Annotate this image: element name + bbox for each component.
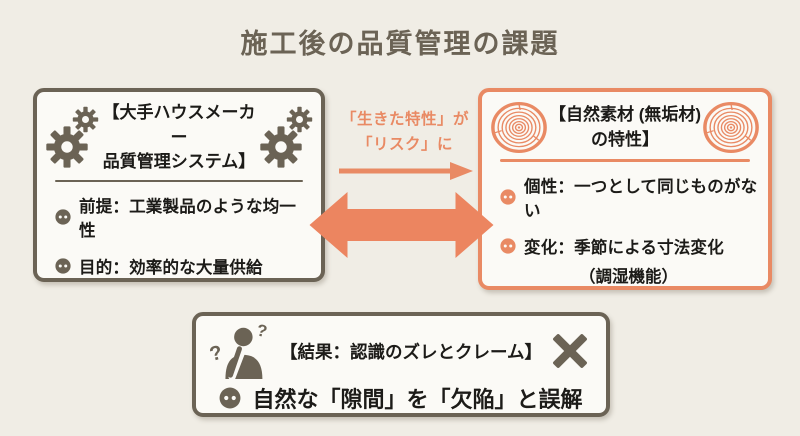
connector-label: 「生きた特性」が 「リスク」に	[328, 108, 482, 158]
natural-material-header: 【自然素材 (無垢材) の特性】	[482, 92, 768, 154]
result-panel: ? ? 【結果：認識のズレとクレーム】 自然な「隙間」を「欠陥」と誤解	[192, 312, 610, 417]
wood-log-icon	[491, 101, 547, 154]
natural-material-title-line2: の特性】	[591, 129, 659, 149]
list-item: 変化：季節による寸法変化	[500, 234, 758, 258]
list-item: 個性：一つとして同じものがない	[500, 173, 758, 221]
connector-label-line1: 「生きた特性」が	[340, 111, 469, 128]
bullet-subtext: （調湿機能）	[579, 267, 678, 286]
gear-icon	[259, 106, 313, 170]
button-dot-icon	[220, 387, 241, 409]
housing-maker-title-line2: 品質管理システム】	[102, 152, 256, 172]
natural-material-title: 【自然素材 (無垢材) の特性】	[548, 103, 702, 152]
list-item: 目的：効率的な大量供給	[55, 254, 311, 278]
list-item: 前提：工業製品のような均一性	[55, 193, 311, 241]
result-bullet-row: 自然な「隙間」を「欠陥」と誤解	[196, 382, 606, 414]
bullet-text: 個性：一つとして同じものがない	[524, 177, 758, 220]
button-dot-icon	[55, 209, 71, 226]
bullet-text: 目的：効率的な大量供給	[79, 259, 263, 278]
bullet-text: 変化：季節による寸法変化	[524, 238, 724, 257]
divider	[55, 179, 303, 183]
housing-maker-title: 【大手ハウスメーカー 品質管理システム】	[99, 101, 259, 175]
svg-text:?: ?	[255, 323, 269, 341]
gear-icon	[45, 106, 99, 170]
housing-maker-header: 【大手ハウスメーカー 品質管理システム】	[37, 92, 321, 175]
result-title: 【結果：認識のズレとクレーム】	[280, 341, 542, 362]
result-bullet-text: 自然な「隙間」を「欠陥」と誤解	[252, 387, 583, 412]
thinking-person-icon: ? ?	[208, 323, 269, 379]
housing-maker-title-line1: 【大手ハウスメーカー	[102, 103, 256, 147]
connector-label-line2: 「リスク」に	[356, 135, 453, 153]
right-arrow-icon	[339, 162, 473, 180]
button-dot-icon	[55, 258, 71, 275]
natural-material-title-line1: 【自然素材 (無垢材)	[548, 104, 702, 124]
svg-text:?: ?	[208, 342, 225, 366]
natural-material-panel: 【自然素材 (無垢材) の特性】 個性：一つとして同じものがない 変化：季節によ…	[478, 88, 772, 290]
x-mark-icon	[553, 334, 587, 368]
result-header: ? ? 【結果：認識のズレとクレーム】	[196, 316, 606, 379]
button-dot-icon	[500, 188, 516, 205]
button-dot-icon	[500, 237, 516, 254]
page-title: 施工後の品質管理の課題	[240, 29, 560, 59]
divider	[500, 159, 750, 162]
double-arrow-icon	[309, 192, 494, 258]
housing-maker-bullets: 前提：工業製品のような均一性 目的：効率的な大量供給	[37, 191, 321, 278]
bullet-text: 前提：工業製品のような均一性	[79, 198, 297, 241]
housing-maker-panel: 【大手ハウスメーカー 品質管理システム】 前提：工業製品のような均一性 目的：効…	[33, 88, 325, 282]
wood-log-icon	[703, 101, 759, 154]
natural-material-bullets: 個性：一つとして同じものがない 変化：季節による寸法変化 （調湿機能）	[482, 171, 768, 287]
